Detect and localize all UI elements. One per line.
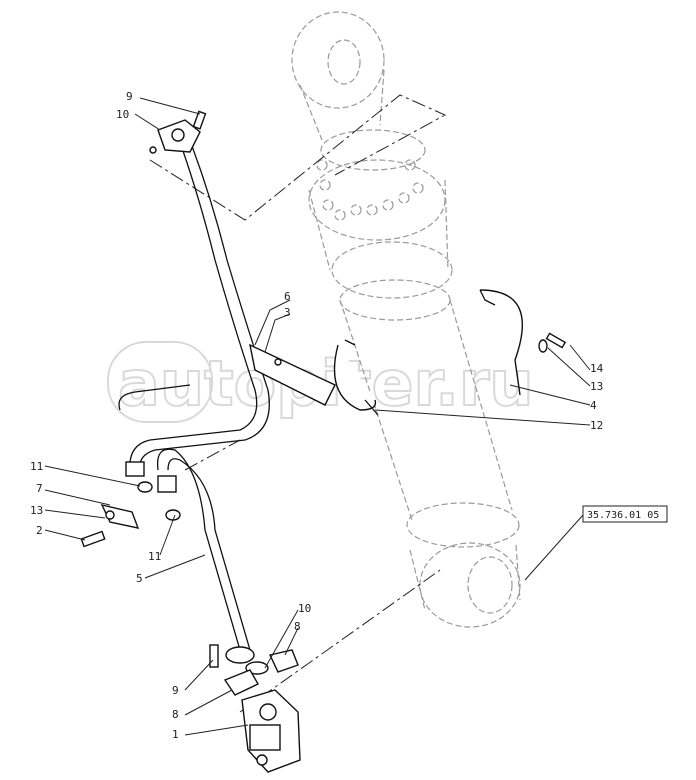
callout-1: 1 bbox=[172, 728, 179, 741]
hose-lower bbox=[156, 448, 251, 651]
callout-5: 5 bbox=[136, 572, 143, 585]
callout-7: 7 bbox=[36, 482, 43, 495]
callout-4: 4 bbox=[590, 399, 597, 412]
lower-flanges bbox=[209, 644, 299, 696]
assembly-lines bbox=[149, 94, 447, 713]
hose-upper bbox=[118, 145, 270, 471]
callout-14: 14 bbox=[590, 362, 604, 375]
callout-6: 6 bbox=[284, 290, 291, 303]
callout-9-bottom: 9 bbox=[172, 684, 179, 697]
hose-fittings bbox=[125, 461, 255, 664]
callout-2: 2 bbox=[36, 524, 43, 537]
callout-13-left: 13 bbox=[30, 504, 43, 517]
leader-lines bbox=[44, 97, 591, 736]
callout-10-bottom: 10 bbox=[298, 602, 311, 615]
reference-box: 35.736.01 05 bbox=[582, 505, 668, 523]
clamp-block-assembly bbox=[80, 503, 140, 548]
o-rings bbox=[137, 481, 269, 675]
callout-13-right: 13 bbox=[590, 380, 603, 393]
pipe-clamp-right bbox=[479, 289, 567, 396]
cylinder-bolt-ring bbox=[316, 159, 424, 221]
callout-8-upper: 8 bbox=[294, 620, 301, 633]
callout-11-mid: 11 bbox=[148, 550, 161, 563]
callout-8-lower: 8 bbox=[172, 708, 179, 721]
valve-body bbox=[241, 689, 301, 773]
top-flange-assembly bbox=[149, 110, 207, 154]
callout-9-top: 9 bbox=[126, 90, 133, 103]
reference-code: 35.736.01 05 bbox=[587, 510, 659, 521]
cylinder-outline bbox=[291, 11, 521, 628]
callout-10-top: 10 bbox=[116, 108, 129, 121]
callout-12: 12 bbox=[590, 419, 603, 432]
bracket-plate bbox=[249, 343, 336, 406]
callout-11-left: 11 bbox=[30, 460, 43, 473]
callout-3: 3 bbox=[284, 306, 291, 319]
pipe-clamp-left bbox=[333, 339, 379, 416]
callout-labels: 9 10 6 3 11 7 13 2 11 5 14 13 4 12 10 8 … bbox=[30, 90, 604, 741]
